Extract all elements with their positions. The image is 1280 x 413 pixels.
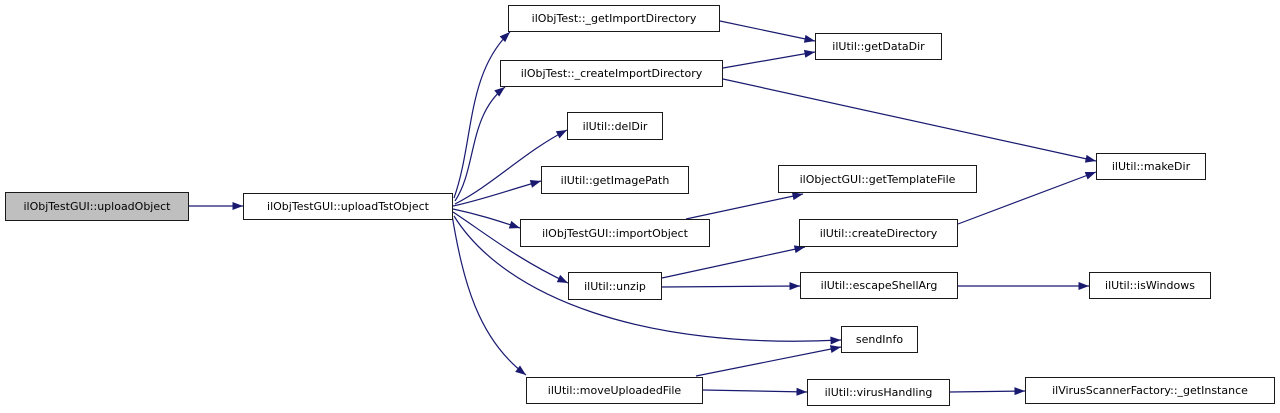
node-createImportDirectory[interactable]: ilObjTest::_createImportDirectory (500, 60, 723, 87)
edge-createImportDirectory-to-makeDir (722, 78, 1097, 163)
edge-virusHandling-to-getInstance (949, 387, 1026, 396)
edge-uploadTstObject-to-getImportDirectory (453, 31, 511, 199)
node-createDirectory[interactable]: ilUtil::createDirectory (799, 219, 958, 247)
node-virusHandling[interactable]: ilUtil::virusHandling (807, 379, 950, 406)
edge-getImportDirectory-to-getDataDir (719, 20, 816, 43)
edge-createDirectory-to-makeDir (957, 171, 1097, 225)
node-getImportDirectory[interactable]: ilObjTest::_getImportDirectory (508, 5, 720, 32)
node-getInstance[interactable]: ilVirusScannerFactory::_getInstance (1025, 377, 1275, 404)
edge-unzip-to-escapeShellArg (661, 282, 801, 291)
node-escapeShellArg[interactable]: ilUtil::escapeShellArg (800, 272, 958, 299)
node-uploadObject[interactable]: ilObjTestGUI::uploadObject (5, 192, 189, 221)
node-uploadTstObject[interactable]: ilObjTestGUI::uploadTstObject (243, 193, 453, 220)
edge-moveUploadedFile-to-sendInfo (695, 345, 842, 377)
edge-uploadTstObject-to-importObject (452, 208, 521, 229)
node-getImagePath[interactable]: ilUtil::getImagePath (541, 166, 689, 194)
node-isWindows[interactable]: ilUtil::isWindows (1089, 272, 1211, 299)
edge-uploadTstObject-to-moveUploadedFile (451, 214, 527, 376)
edge-uploadTstObject-to-getImagePath (452, 180, 542, 207)
node-sendInfo[interactable]: sendInfo (841, 326, 918, 353)
node-importObject[interactable]: ilObjTestGUI::importObject (520, 219, 710, 247)
node-unzip[interactable]: ilUtil::unzip (568, 272, 662, 300)
node-getDataDir[interactable]: ilUtil::getDataDir (815, 33, 942, 60)
edge-moveUploadedFile-to-virusHandling (702, 387, 808, 396)
edge-createImportDirectory-to-getDataDir (722, 49, 816, 69)
edge-unzip-to-createDirectory (661, 245, 806, 279)
node-makeDir[interactable]: ilUtil::makeDir (1096, 153, 1206, 180)
edge-importObject-to-getTemplateFile (685, 192, 804, 220)
node-getTemplateFile[interactable]: ilObjectGUI::getTemplateFile (778, 165, 977, 193)
node-delDir[interactable]: ilUtil::delDir (567, 112, 663, 140)
edge-uploadTstObject-to-createImportDirectory (454, 86, 506, 202)
node-moveUploadedFile[interactable]: ilUtil::moveUploadedFile (526, 377, 703, 404)
